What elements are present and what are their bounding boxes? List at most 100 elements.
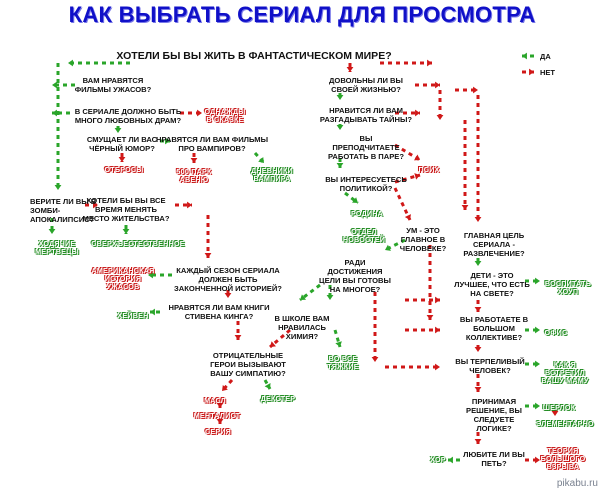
- flow-arrow-13: [253, 151, 266, 165]
- flow-arrow-23: [336, 93, 344, 100]
- flow-arrow-35: [393, 187, 412, 221]
- answer-misfits: ОТБРОСЫ: [104, 165, 144, 174]
- flow-arrow-24: [336, 124, 344, 130]
- flow-arrow-21: [150, 308, 160, 316]
- watermark: pikabu.ru: [556, 478, 598, 489]
- flow-arrow-6: [52, 81, 75, 89]
- flow-arrow-51: [299, 283, 321, 302]
- flow-arrow-48: [448, 456, 460, 464]
- answer-elementary: ЭЛЕМЕНТАРНО: [536, 419, 594, 428]
- flow-arrow-4: [380, 59, 432, 67]
- answer-psych: ПСИХ: [418, 165, 440, 174]
- flow-arrow-15: [85, 201, 98, 209]
- answer-dexter: ДЕКСТЕР: [260, 394, 296, 403]
- flow-arrow-26: [344, 191, 359, 205]
- flow-arrow-45: [525, 402, 540, 410]
- answer-office: ОФИС: [544, 328, 568, 337]
- flow-arrow-7: [52, 109, 70, 117]
- flow-arrow-32: [455, 86, 478, 94]
- flow-arrow-22: [234, 321, 242, 340]
- flow-arrow-40: [474, 300, 482, 312]
- legend-no-label: НЕТ: [540, 68, 555, 77]
- flow-arrow-42: [474, 345, 482, 352]
- answer-series: СЕРИЯ: [204, 427, 232, 436]
- flow-arrow-50: [326, 285, 334, 300]
- flow-arrow-8: [180, 109, 202, 117]
- flow-arrow-29: [394, 173, 421, 184]
- flow-arrow-52: [371, 292, 379, 362]
- flow-arrow-0: [522, 52, 534, 60]
- flow-arrow-57: [220, 378, 234, 393]
- flow-arrow-58: [216, 403, 224, 408]
- flow-arrow-46: [474, 432, 482, 444]
- flow-arrow-56: [263, 379, 272, 390]
- flow-arrow-44: [474, 374, 482, 392]
- flow-arrow-9: [114, 126, 122, 133]
- flow-arrow-20: [224, 290, 232, 298]
- flow-arrow-54: [333, 329, 342, 348]
- answer-glee: ХОР: [430, 455, 446, 464]
- answer-mentalist: МЕНТАЛИСТ: [193, 411, 241, 420]
- flow-arrow-16: [122, 225, 130, 234]
- flow-arrow-28: [394, 143, 421, 162]
- flow-arrow-11: [118, 153, 126, 162]
- flow-arrow-49: [551, 410, 559, 416]
- flow-arrow-19: [148, 271, 172, 279]
- flow-arrow-14: [48, 218, 56, 234]
- flow-arrow-18: [204, 215, 212, 258]
- page-title: КАК ВЫБРАТЬ СЕРИАЛ ДЛЯ ПРОСМОТРА: [68, 2, 536, 27]
- flow-arrow-2: [68, 59, 130, 67]
- flow-arrow-25: [336, 158, 344, 168]
- flow-arrow-17: [175, 201, 192, 209]
- flow-arrow-36: [384, 238, 406, 252]
- flow-arrow-53: [385, 363, 440, 371]
- flow-arrow-55: [269, 328, 291, 349]
- flow-arrow-43: [525, 360, 540, 368]
- flow-arrow-27: [395, 109, 420, 117]
- flow-arrow-30: [415, 81, 440, 89]
- flow-arrow-31: [436, 90, 444, 120]
- flow-arrow-59: [216, 419, 224, 424]
- answer-supernatural: СВЕРХЪЕСТЕСТВЕННОЕ: [91, 239, 185, 248]
- answer-haven: ХЕЙВЕН: [117, 311, 149, 320]
- flow-arrow-38: [474, 258, 482, 266]
- flow-arrow-5: [346, 63, 354, 72]
- flow-arrow-3: [54, 63, 62, 190]
- answer-homeland: РОДИНА: [350, 209, 384, 218]
- legend-yes-label: ДА: [540, 52, 551, 61]
- flow-arrow-37: [426, 245, 434, 320]
- flow-arrow-60: [405, 296, 440, 304]
- flow-arrow-47: [525, 456, 540, 464]
- flow-arrow-61: [405, 326, 440, 334]
